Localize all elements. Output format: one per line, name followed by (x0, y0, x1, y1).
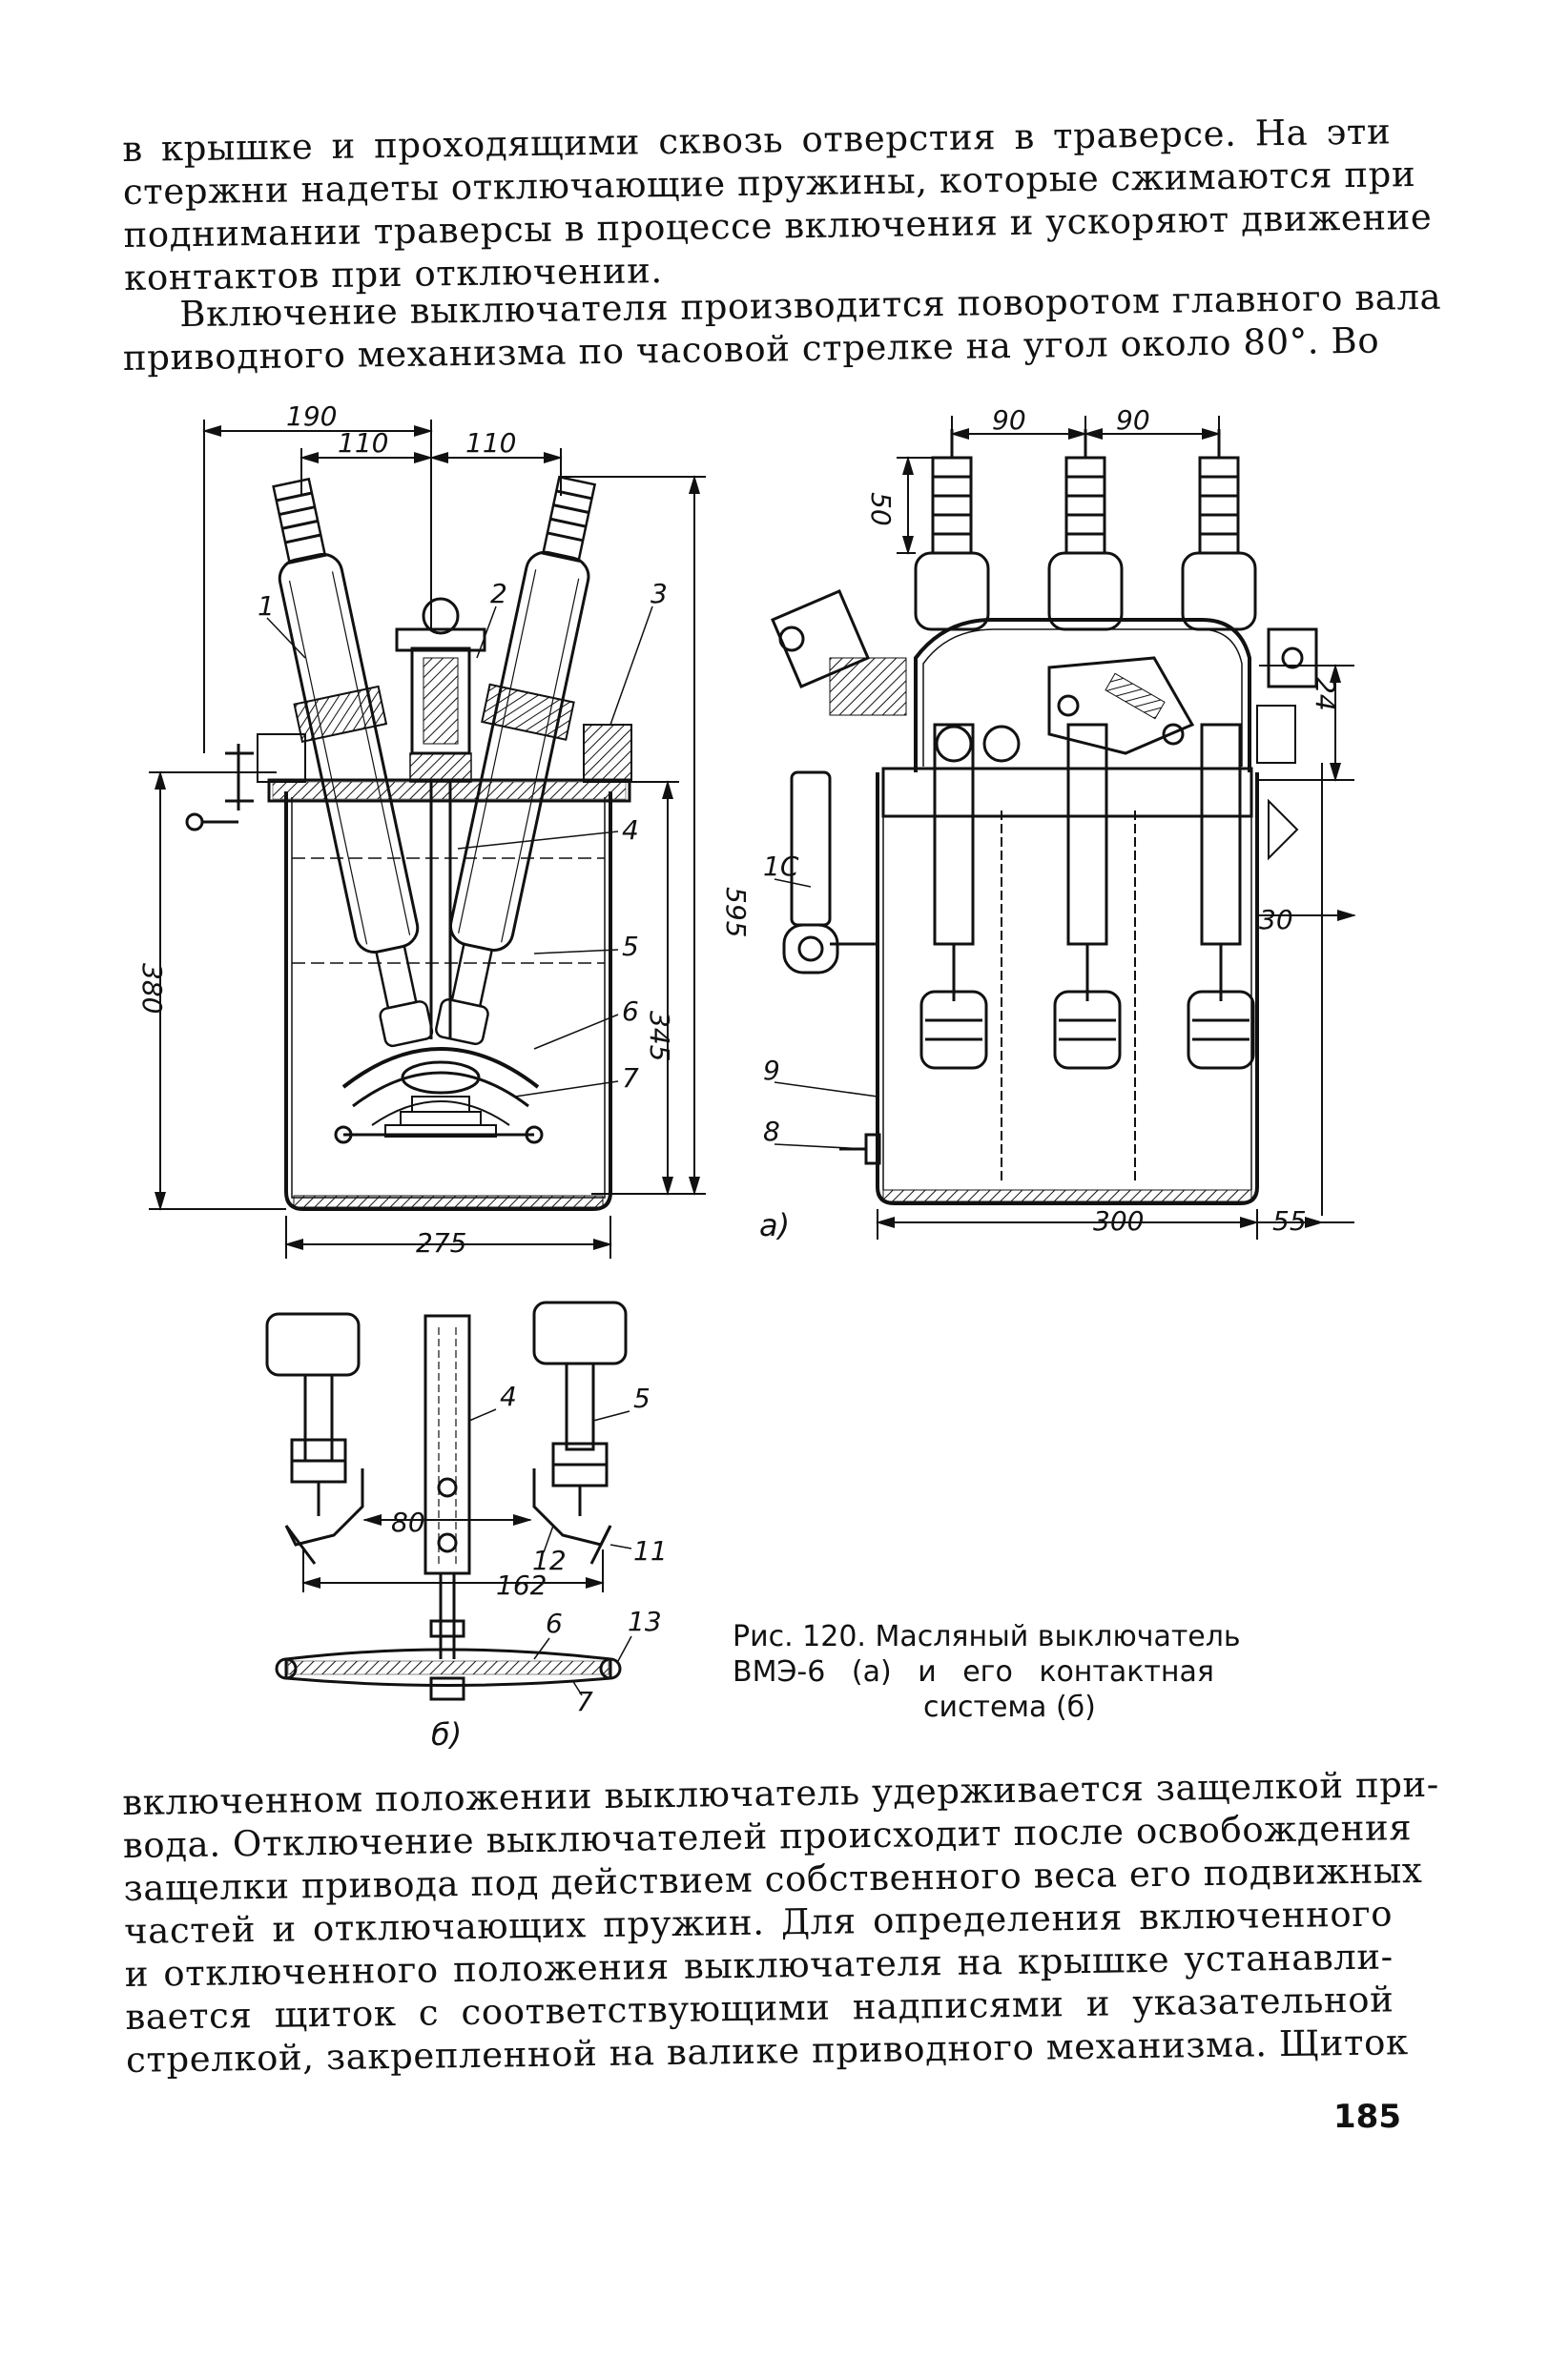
breaker-side-view (185, 475, 632, 1211)
dimension-lines-side (149, 420, 706, 1259)
dim-label: 190 (286, 400, 337, 432)
dim-label: 162 (496, 1570, 547, 1601)
dim-label: 90 (992, 404, 1026, 436)
caption-line: система (б) (923, 1691, 1096, 1724)
figure-caption: Рис. 120. Масляный выключатель ВМЭ-6 (а)… (733, 1619, 1286, 1725)
contact-system-view (265, 1301, 628, 1701)
dim-label: 55 (1272, 1205, 1307, 1237)
dim-label: 110 (338, 427, 388, 459)
page-number: 185 (1333, 2098, 1401, 2136)
dim-label: 90 (1116, 404, 1150, 436)
part-label: 2 (490, 578, 507, 609)
dim-label: 380 (136, 963, 168, 1014)
leader-lines-front (774, 878, 878, 1150)
dim-label: 50 (865, 492, 897, 526)
part-label: 12 (532, 1545, 567, 1576)
subfigure-label-b: б) (431, 1716, 462, 1753)
part-label: 5 (622, 931, 639, 962)
part-label: 4 (622, 814, 639, 846)
part-label: 3 (651, 578, 668, 609)
part-labels-contact: 4 5 12 11 6 13 7 б) (431, 1381, 668, 1753)
part-label: 5 (633, 1383, 651, 1414)
dimension-labels-contact: 80 162 (391, 1507, 547, 1601)
figure-120-drawing: 190 110 110 595 345 380 275 1 2 3 4 5 6 … (136, 400, 1356, 1753)
dim-label: 595 (720, 887, 752, 937)
caption-line: Рис. 120. Масляный выключатель (733, 1620, 1241, 1653)
subfigure-label-a: а) (759, 1207, 790, 1243)
part-label: 13 (628, 1606, 662, 1637)
part-label: 4 (500, 1381, 517, 1412)
part-label: 7 (622, 1062, 639, 1094)
paragraph-bottom: включенном положении выключатель удержив… (122, 1763, 1439, 2082)
part-labels-side: 1 2 3 4 5 6 7 (258, 578, 668, 1094)
dimension-labels-side: 190 110 110 595 345 380 275 (136, 400, 752, 1259)
breaker-front-view (771, 429, 1318, 1205)
part-label: 9 (763, 1055, 780, 1086)
caption-line: ВМЭ-6 (а) и его контактная (733, 1655, 1214, 1689)
dimension-lines-front (876, 416, 1356, 1240)
part-label: 6 (546, 1608, 563, 1639)
dim-label: 300 (1093, 1205, 1144, 1237)
dim-label: 275 (416, 1227, 466, 1259)
part-labels-front: 1С 9 8 а) (759, 851, 799, 1243)
part-label: 11 (633, 1535, 668, 1567)
dim-label: 80 (391, 1507, 425, 1538)
part-label: 6 (622, 995, 639, 1027)
part-label: 1 (258, 590, 275, 622)
dim-label: 345 (644, 1011, 675, 1061)
part-label: 8 (763, 1116, 780, 1147)
dim-label: 30 (1259, 904, 1293, 935)
part-label: 1С (763, 851, 799, 882)
dim-label: 24 (1310, 677, 1341, 711)
dim-label: 110 (465, 427, 516, 459)
dimension-lines-contact (301, 1514, 605, 1592)
leader-lines-contact (468, 1408, 632, 1696)
leader-lines-side (266, 605, 653, 1098)
dimension-labels-front: 90 90 50 24 30 300 55 (865, 404, 1341, 1237)
